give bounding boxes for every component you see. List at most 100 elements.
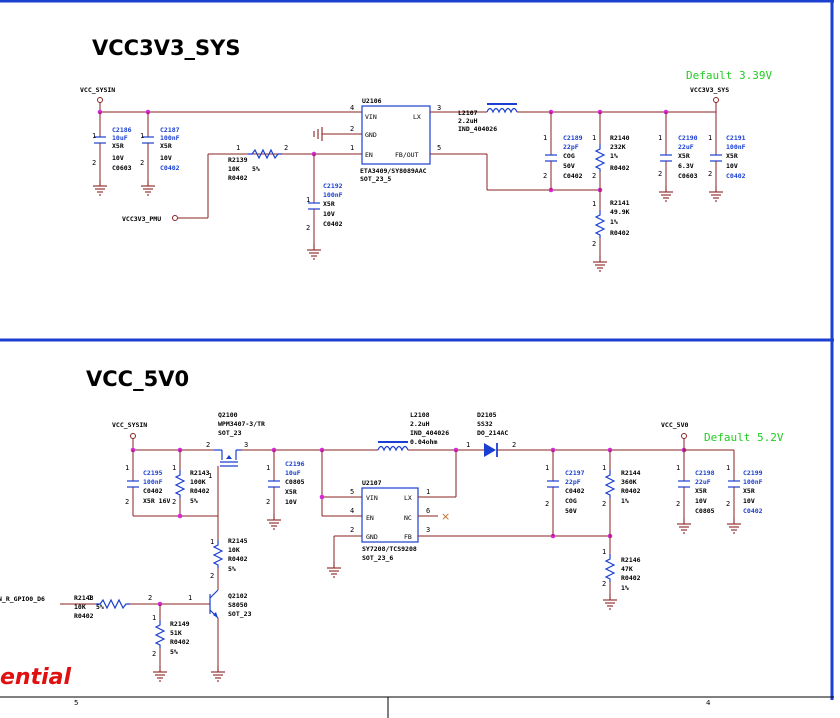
svg-text:R2140: R2140 (610, 134, 630, 142)
net-vcc-5v0: VCC_5V0 (661, 421, 688, 429)
net-gpio: N_R_GPIO0_D6 (0, 595, 45, 603)
svg-text:1: 1 (210, 538, 214, 546)
svg-text:2: 2 (543, 172, 547, 180)
svg-text:100nF: 100nF (160, 134, 180, 142)
resistor-r2144: 12 R2144 360K R0402 1% (602, 450, 641, 536)
svg-text:2: 2 (148, 594, 152, 602)
svg-text:SOT_23_6: SOT_23_6 (362, 554, 393, 562)
svg-text:1: 1 (92, 132, 96, 140)
svg-text:2: 2 (708, 170, 712, 178)
svg-text:2: 2 (350, 526, 354, 534)
svg-text:1: 1 (172, 464, 176, 472)
svg-text:2: 2 (602, 580, 606, 588)
svg-text:100nF: 100nF (726, 143, 746, 151)
svg-text:DO_214AC: DO_214AC (477, 429, 508, 437)
capacitor-c2198: 12 C2198 22uF X5R 10V C0805 (676, 450, 715, 534)
svg-text:2: 2 (306, 224, 310, 232)
svg-text:EN: EN (366, 514, 374, 522)
svg-text:1: 1 (306, 196, 310, 204)
net-vcc3v3-sys: VCC3V3_SYS (690, 86, 729, 94)
svg-text:1: 1 (426, 488, 430, 496)
svg-text:X5R: X5R (285, 488, 297, 496)
svg-text:5: 5 (437, 144, 441, 152)
capacitor-c2196: 12 C2196 10uF C0805 X5R 10V (266, 450, 305, 530)
svg-text:C2186: C2186 (112, 126, 132, 134)
section-title-vcc5v0: VCC_5V0 (86, 367, 189, 391)
svg-text:FB: FB (404, 533, 412, 541)
svg-text:10V: 10V (695, 497, 707, 505)
svg-text:C2187: C2187 (160, 126, 180, 134)
svg-text:R2141: R2141 (610, 199, 630, 207)
svg-text:1: 1 (592, 134, 596, 142)
svg-text:R2144: R2144 (621, 469, 641, 477)
svg-text:2: 2 (266, 498, 270, 506)
capacitor-c2197: 12 C2197 22pF C0402 COG 50V (545, 450, 585, 536)
svg-text:C0805: C0805 (285, 478, 305, 486)
frame-col-right: 4 (706, 699, 711, 707)
svg-text:5%: 5% (252, 165, 260, 173)
svg-text:X5R: X5R (112, 142, 124, 150)
svg-text:100K: 100K (190, 478, 206, 486)
svg-text:5%: 5% (228, 565, 236, 573)
default-note-3v39: Default 3.39V (686, 69, 772, 82)
default-note-5v2: Default 5.2V (704, 431, 784, 444)
svg-text:1%: 1% (621, 584, 629, 592)
svg-text:R0402: R0402 (170, 638, 190, 646)
svg-text:1: 1 (208, 472, 212, 480)
capacitor-c2187: 12 C2187 100nF X5R 10V C0402 (140, 112, 180, 196)
svg-text:SOT_23_5: SOT_23_5 (360, 175, 391, 183)
svg-text:C0402: C0402 (160, 164, 180, 172)
svg-text:0.04ohm: 0.04ohm (410, 438, 437, 446)
svg-text:6: 6 (426, 507, 430, 515)
svg-text:10K: 10K (228, 165, 240, 173)
svg-text:22pF: 22pF (563, 143, 579, 151)
svg-text:X5R: X5R (743, 487, 755, 495)
svg-text:R0402: R0402 (610, 164, 630, 172)
svg-text:3: 3 (437, 104, 441, 112)
svg-text:C0603: C0603 (112, 164, 132, 172)
svg-text:360K: 360K (621, 478, 637, 486)
diode-d2105: D2105 SS32 DO_214AC 1 2 (466, 411, 516, 457)
svg-text:X5R: X5R (323, 200, 335, 208)
svg-text:2: 2 (676, 500, 680, 508)
svg-text:50V: 50V (565, 507, 577, 515)
svg-text:2: 2 (592, 240, 596, 248)
svg-text:NC: NC (404, 514, 412, 522)
svg-text:C0805: C0805 (695, 507, 715, 515)
svg-text:R0402: R0402 (228, 555, 248, 563)
svg-text:R2139: R2139 (228, 156, 248, 164)
svg-text:5%: 5% (170, 648, 178, 656)
svg-text:C2192: C2192 (323, 182, 343, 190)
svg-text:FB/OUT: FB/OUT (395, 151, 419, 159)
svg-text:LX: LX (404, 494, 412, 502)
svg-text:C0402: C0402 (743, 507, 763, 515)
svg-text:C0402: C0402 (565, 487, 585, 495)
svg-text:10uF: 10uF (112, 134, 128, 142)
svg-text:L2108: L2108 (410, 411, 430, 419)
svg-text:3: 3 (426, 526, 430, 534)
svg-text:100nF: 100nF (143, 478, 163, 486)
svg-text:10V: 10V (726, 162, 738, 170)
svg-text:1: 1 (266, 464, 270, 472)
svg-text:C0402: C0402 (726, 172, 746, 180)
svg-text:X5R: X5R (695, 487, 707, 495)
net-vcc-sysin-bot: VCC_SYSIN (112, 421, 147, 429)
svg-text:WPM3407-3/TR: WPM3407-3/TR (218, 420, 265, 428)
svg-text:SOT_23: SOT_23 (228, 610, 252, 618)
svg-text:1: 1 (152, 614, 156, 622)
svg-text:2.2uH: 2.2uH (458, 117, 478, 125)
svg-text:Q2102: Q2102 (228, 592, 248, 600)
svg-text:2.2uH: 2.2uH (410, 420, 430, 428)
capacitor-c2192: 12 C2192 100nF X5R 10V C0402 (306, 154, 343, 260)
resistor-r2146: 12 R2146 47K R0402 1% (602, 536, 641, 610)
svg-text:1%: 1% (610, 152, 618, 160)
svg-text:LX: LX (413, 113, 421, 121)
svg-text:10uF: 10uF (285, 469, 301, 477)
svg-text:C0402: C0402 (563, 172, 583, 180)
svg-text:1: 1 (236, 144, 240, 152)
svg-text:SS32: SS32 (477, 420, 493, 428)
inductor-l2108: L2108 2.2uH IND_404026 0.04ohm (377, 411, 449, 452)
svg-text:IND_404026: IND_404026 (410, 429, 449, 437)
svg-text:Q2100: Q2100 (218, 411, 238, 419)
svg-text:R2145: R2145 (228, 537, 248, 545)
